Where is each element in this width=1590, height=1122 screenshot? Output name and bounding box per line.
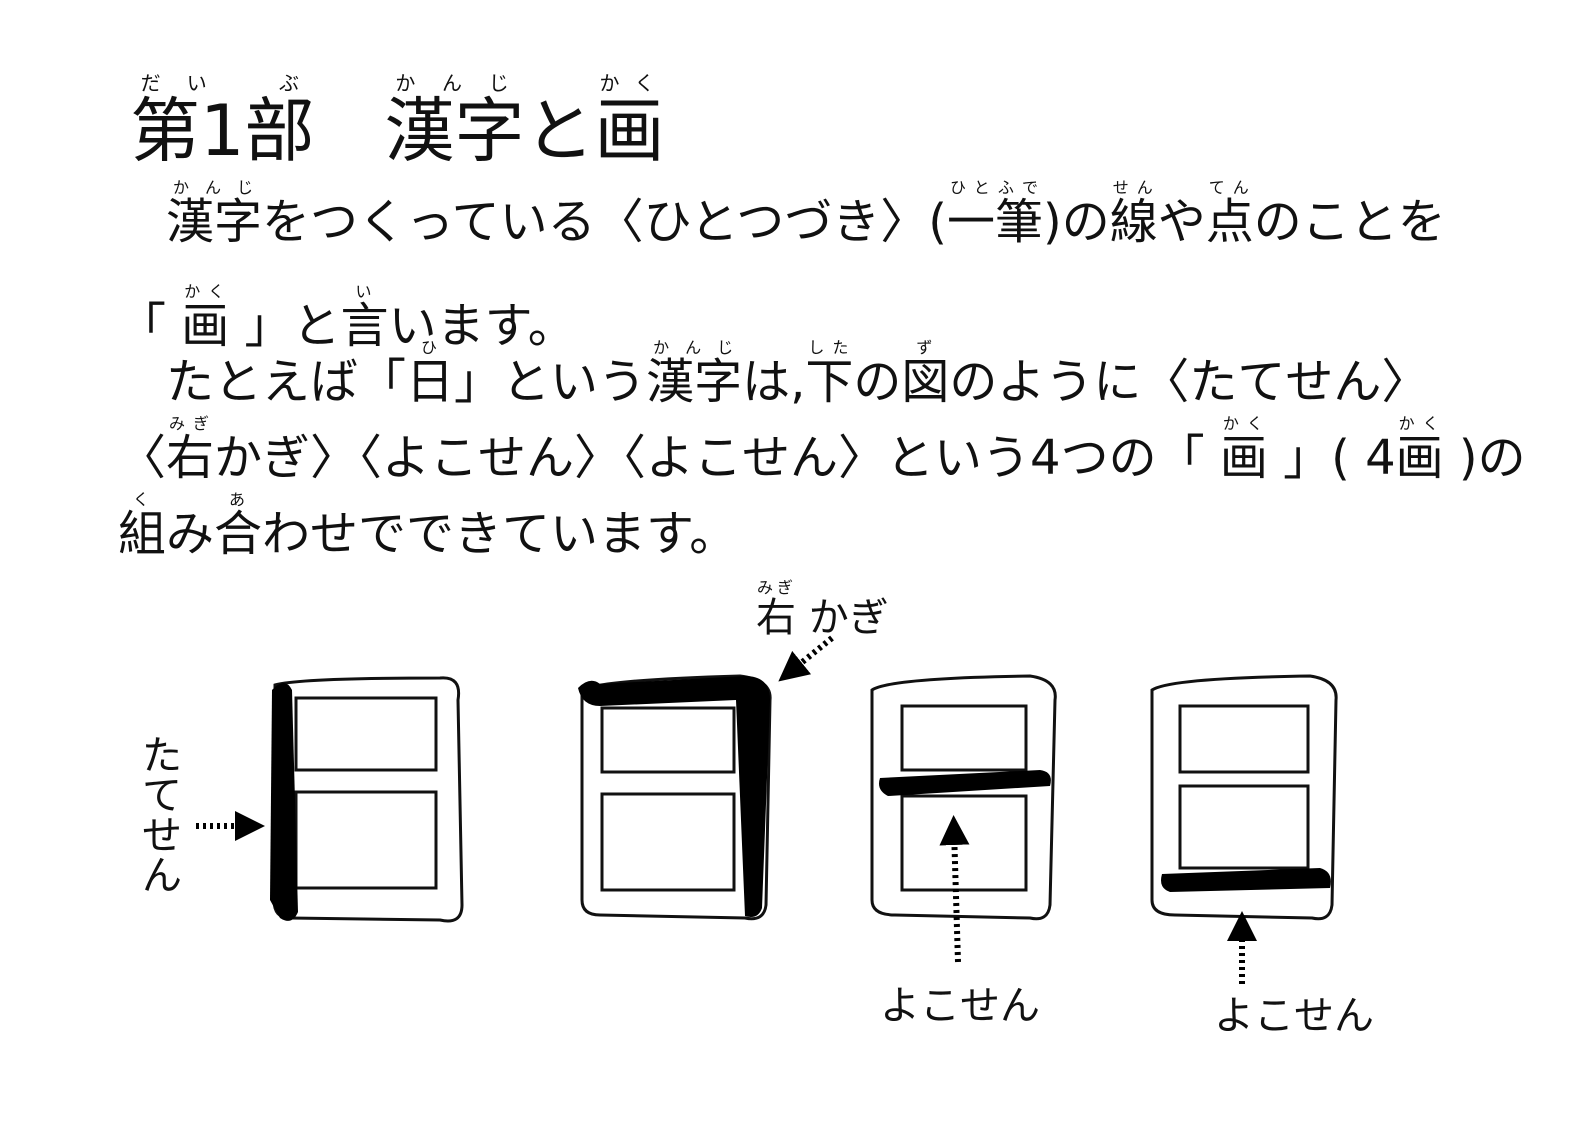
paragraph-2-line-3: 組くみ合あわせでできています。 [118, 490, 738, 563]
arrow-migikagi [778, 635, 834, 682]
label-yokosen-2: よこせん [1214, 993, 1374, 1039]
character-nichi-icon-3 [870, 674, 1057, 921]
page-title: 第1部だい ぶ 漢字かんじと画かく [130, 71, 665, 172]
paragraph-2-line-1: たとえば「日ひ」という漢字かんじは,下したの図ずのように〈たてせん〉 [166, 338, 1430, 411]
paragraph-2-line-2: 〈右みぎかぎ〉〈よこせん〉〈よこせん〉という4つの「 画かく 」( 4画かく )… [118, 414, 1526, 487]
label-migikagi: 右みぎ かぎ [756, 578, 889, 642]
title-kaku: 画かく [594, 71, 665, 172]
paragraph-1-line-2: 「 画かく 」と言いいます。 [118, 282, 576, 355]
label-tatesen: た て せ ん [142, 733, 182, 899]
title-kanji: 漢字かんじ [384, 71, 525, 172]
character-nichi-icon-1 [270, 676, 464, 923]
part-label: 第1部だい ぶ [130, 71, 315, 172]
character-nichi-icon-4 [1150, 674, 1338, 921]
paragraph-1-line-1: 漢字かんじをつくっている〈ひとつづき〉(一筆ひとふで)の線せんや点てんのことを [166, 178, 1446, 251]
label-yokosen-1: よこせん [880, 983, 1040, 1029]
stroke-migikagi [578, 676, 770, 917]
stroke-tatesen [270, 683, 298, 921]
character-nichi-icon-2 [578, 674, 772, 921]
arrow-yokosen-1 [939, 815, 970, 963]
stroke-yokosen-1 [879, 770, 1051, 796]
stroke-yokosen-2 [1161, 868, 1331, 892]
